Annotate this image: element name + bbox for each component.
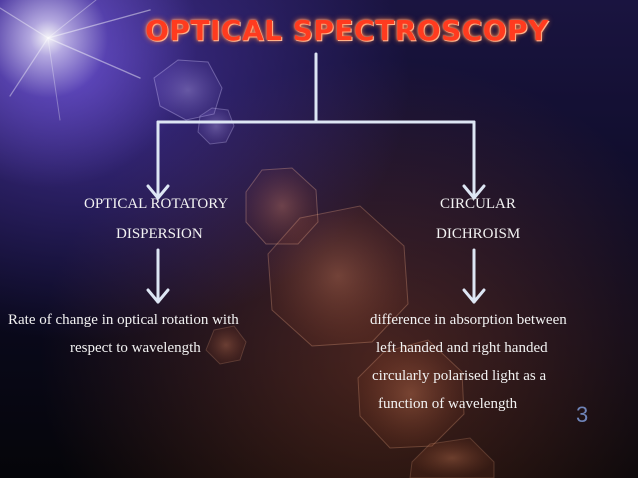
heading-left-line-2: DISPERSION bbox=[116, 226, 203, 242]
bokeh-hexagon bbox=[205, 325, 247, 365]
description-right-line-4: function of wavelength bbox=[378, 396, 518, 412]
description-left-line-2: respect to wavelength bbox=[70, 340, 201, 356]
bokeh-hexagon bbox=[409, 437, 495, 478]
heading-left-line-1: OPTICAL ROTATORY bbox=[84, 196, 229, 212]
bokeh-hexagon bbox=[197, 107, 235, 145]
page-number: 3 bbox=[576, 402, 589, 427]
slide-title: OPTICAL SPECTROSCOPY bbox=[145, 14, 549, 47]
bokeh-hexagon bbox=[267, 205, 409, 347]
arrow-right-top-head bbox=[462, 184, 486, 200]
description-right-line-3: circularly polarised light as a bbox=[372, 368, 547, 384]
arrow-left-top-head bbox=[146, 184, 170, 200]
lens-flare bbox=[0, 0, 151, 121]
arrow-left-bottom-head bbox=[146, 288, 170, 304]
heading-right-line-2: DICHROISM bbox=[436, 226, 521, 242]
arrow-right-bottom-head bbox=[462, 288, 486, 304]
description-right-line-2: left handed and right handed bbox=[376, 340, 548, 356]
heading-right-line-1: CIRCULAR bbox=[440, 196, 516, 212]
description-left-line-1: Rate of change in optical rotation with bbox=[8, 312, 239, 328]
description-right-line-1: difference in absorption between bbox=[370, 312, 567, 328]
